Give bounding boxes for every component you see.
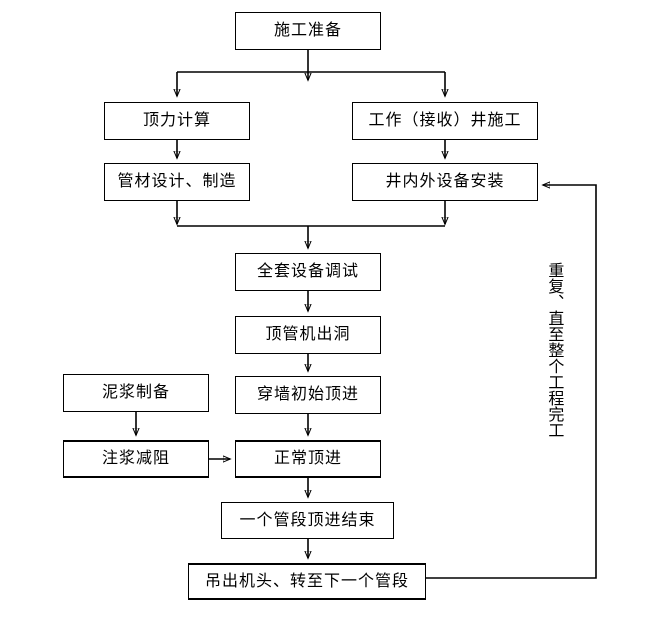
node-wall-initial-jacking[interactable]: 穿墙初始顶进 [235, 376, 381, 414]
node-machine-exit-label: 顶管机出洞 [265, 326, 351, 343]
node-grouting-friction-reduction-label: 注浆减阻 [101, 450, 170, 467]
edge-feedback-loop [426, 185, 597, 579]
node-equipment-installation-label: 井内外设备安装 [385, 173, 505, 190]
node-segment-complete-label: 一个管段顶进结束 [239, 511, 376, 529]
node-lift-head-next-segment-label: 吊出机头、转至下一个管段 [204, 572, 409, 590]
loop-annotation-label: 重复、直至整个工程完工 [545, 262, 563, 438]
node-shaft-construction[interactable]: 工作（接收）井施工 [352, 102, 538, 140]
node-jacking-force-calculation-label: 顶力计算 [142, 112, 211, 129]
node-lift-head-next-segment[interactable]: 吊出机头、转至下一个管段 [188, 563, 426, 600]
node-jacking-force-calculation[interactable]: 顶力计算 [104, 102, 250, 140]
node-normal-jacking-label: 正常顶进 [273, 450, 342, 467]
node-prep[interactable]: 施工准备 [235, 12, 381, 50]
node-segment-complete[interactable]: 一个管段顶进结束 [221, 502, 394, 539]
node-equipment-debugging[interactable]: 全套设备调试 [235, 253, 381, 291]
node-pipe-design-manufacture-label: 管材设计、制造 [117, 173, 237, 190]
node-grouting-friction-reduction[interactable]: 注浆减阻 [63, 440, 209, 478]
node-equipment-debugging-label: 全套设备调试 [256, 263, 359, 280]
node-normal-jacking[interactable]: 正常顶进 [235, 440, 381, 478]
node-equipment-installation[interactable]: 井内外设备安装 [352, 163, 538, 201]
node-slurry-preparation-label: 泥浆制备 [101, 384, 170, 401]
node-pipe-design-manufacture[interactable]: 管材设计、制造 [104, 163, 250, 201]
node-machine-exit[interactable]: 顶管机出洞 [235, 316, 381, 354]
node-wall-initial-jacking-label: 穿墙初始顶进 [256, 386, 359, 403]
node-prep-label: 施工准备 [273, 22, 342, 39]
node-shaft-construction-label: 工作（接收）井施工 [368, 112, 522, 129]
node-slurry-preparation[interactable]: 泥浆制备 [63, 374, 209, 412]
